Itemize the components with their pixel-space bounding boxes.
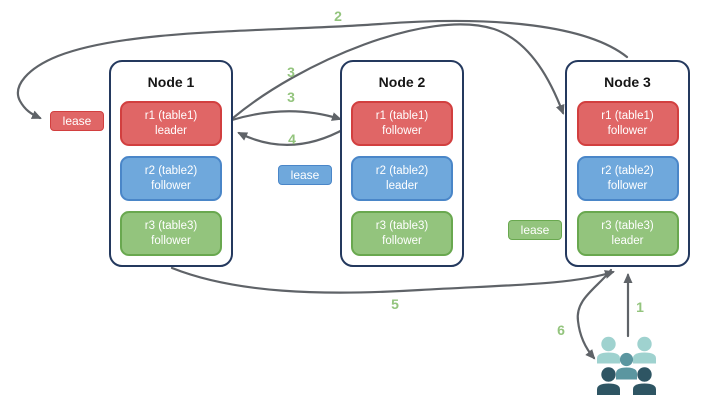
replica-name: r1 (table1): [144, 109, 198, 122]
node-1-replica-r1: r1 (table1) leader: [120, 101, 222, 146]
node-3-replicas: r1 (table1) follower r2 (table2) followe…: [576, 101, 679, 256]
arrow-step5-node1-to-node3: [170, 266, 615, 294]
replica-name: r2 (table2): [144, 164, 198, 177]
replica-role: follower: [607, 124, 648, 137]
node-2: Node 2 r1 (table1) follower r2 (table2) …: [340, 60, 464, 267]
replica-name: r3 (table3): [144, 219, 198, 232]
node-2-replica-r1: r1 (table1) follower: [351, 101, 453, 146]
replica-role: follower: [151, 179, 191, 192]
arrow-step6-node3-to-clients: [576, 268, 613, 360]
node-3-replica-r2: r2 (table2) follower: [576, 156, 679, 201]
step-label-5: 5: [391, 296, 399, 312]
replica-name: r2 (table2): [601, 164, 654, 177]
replica-role: leader: [155, 124, 187, 137]
node-3: Node 3 r1 (table1) follower r2 (table2) …: [565, 60, 690, 267]
replica-name: r1 (table1): [601, 109, 654, 122]
node-1-replicas: r1 (table1) leader r2 (table2) follower …: [120, 101, 222, 256]
replica-role: follower: [151, 234, 191, 247]
node-2-replica-r3: r3 (table3) follower: [351, 211, 453, 256]
node-1-title: Node 1: [147, 74, 195, 90]
replica-name: r2 (table2): [375, 164, 429, 177]
node-1: Node 1 r1 (table1) leader r2 (table2) fo…: [109, 60, 233, 267]
node-3-replica-r3: r3 (table3) leader: [576, 211, 679, 256]
lease-badge-blue: lease: [278, 165, 332, 185]
lease-badge-green: lease: [508, 220, 562, 240]
node-3-replica-r1: r1 (table1) follower: [576, 101, 679, 146]
users-group-icon: [597, 336, 656, 395]
node-3-title: Node 3: [604, 74, 651, 90]
lease-badge-red: lease: [50, 111, 104, 131]
node-1-replica-r2: r2 (table2) follower: [120, 156, 222, 201]
arrow-step3-leader-to-node2-follower: [230, 110, 342, 122]
node-2-replicas: r1 (table1) follower r2 (table2) leader …: [351, 101, 453, 256]
step-label-6: 6: [557, 322, 565, 338]
replica-name: r3 (table3): [375, 219, 429, 232]
replica-role: leader: [611, 234, 644, 247]
replica-role: follower: [382, 234, 422, 247]
step-label-3a: 3: [287, 64, 295, 80]
node-2-title: Node 2: [378, 74, 426, 90]
arrow-step2-node3-to-lease: [17, 19, 629, 120]
replica-role: follower: [607, 179, 648, 192]
node-2-replica-r2: r2 (table2) leader: [351, 156, 453, 201]
replica-name: r1 (table1): [375, 109, 429, 122]
node-1-replica-r3: r3 (table3) follower: [120, 211, 222, 256]
replica-role: follower: [382, 124, 422, 137]
step-label-1: 1: [636, 299, 644, 315]
arrow-step3-leader-to-node3-follower: [231, 23, 565, 120]
step-label-3b: 3: [287, 89, 295, 105]
step-label-4: 4: [288, 131, 296, 147]
arrow-step4-node2-follower-to-leader: [237, 126, 348, 146]
replica-role: leader: [386, 179, 418, 192]
replica-name: r3 (table3): [601, 219, 654, 232]
step-label-2: 2: [334, 8, 342, 24]
